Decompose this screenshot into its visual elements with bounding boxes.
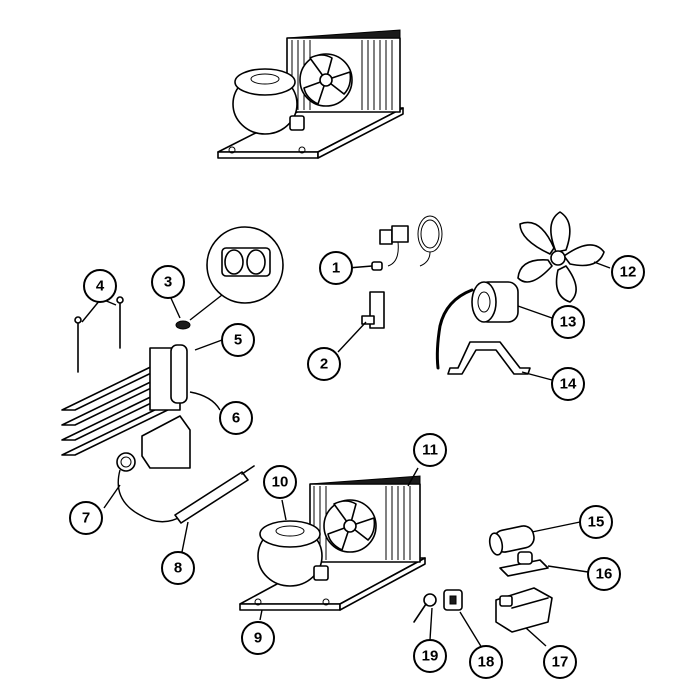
evaporator-coil bbox=[141, 415, 191, 469]
evaporator-coil bbox=[61, 347, 181, 456]
callout-9: 9 bbox=[241, 621, 275, 655]
grommet-part bbox=[175, 320, 191, 330]
svg-text:1: 1 bbox=[332, 260, 340, 277]
callout-6: 6 bbox=[219, 401, 253, 435]
fan-motor-part bbox=[435, 281, 519, 370]
assembled-condensing-unit bbox=[217, 29, 404, 159]
svg-text:6: 6 bbox=[232, 410, 240, 427]
grommet-detail-circle bbox=[206, 226, 284, 304]
fan-blade-part bbox=[517, 211, 605, 303]
condenser-part bbox=[309, 475, 421, 563]
svg-text:19: 19 bbox=[422, 648, 439, 665]
callout-14: 14 bbox=[551, 367, 585, 401]
svg-text:7: 7 bbox=[82, 510, 90, 527]
svg-text:2: 2 bbox=[320, 356, 328, 373]
callout-17: 17 bbox=[543, 645, 577, 679]
callout-3: 3 bbox=[151, 265, 185, 299]
capacitor-part bbox=[488, 525, 535, 556]
callout-7: 7 bbox=[69, 501, 103, 535]
svg-text:8: 8 bbox=[174, 560, 182, 577]
svg-text:15: 15 bbox=[588, 514, 605, 531]
callout-5: 5 bbox=[221, 323, 255, 357]
screw-part bbox=[413, 593, 437, 623]
callout-16: 16 bbox=[587, 557, 621, 591]
relay-part bbox=[495, 587, 553, 633]
svg-text:10: 10 bbox=[272, 474, 289, 491]
callout-13: 13 bbox=[551, 305, 585, 339]
drier-part bbox=[170, 344, 188, 404]
callout-4: 4 bbox=[83, 269, 117, 303]
callout-1: 1 bbox=[319, 251, 353, 285]
svg-text:4: 4 bbox=[96, 278, 105, 295]
svg-text:11: 11 bbox=[422, 442, 438, 459]
mounting-pins bbox=[74, 296, 124, 373]
bracket-clip-part bbox=[361, 291, 385, 329]
thermostat-part bbox=[371, 215, 443, 271]
svg-text:9: 9 bbox=[254, 630, 262, 647]
capacitor-bracket-part bbox=[499, 551, 549, 577]
callout-15: 15 bbox=[579, 505, 613, 539]
svg-text:18: 18 bbox=[478, 654, 495, 671]
callout-18: 18 bbox=[469, 645, 503, 679]
svg-text:17: 17 bbox=[552, 654, 569, 671]
callout-10: 10 bbox=[263, 465, 297, 499]
callout-11: 11 bbox=[413, 433, 447, 467]
callout-19: 19 bbox=[413, 639, 447, 673]
overload-clip-part bbox=[443, 589, 463, 611]
compressor-part bbox=[257, 520, 329, 587]
callout-12: 12 bbox=[611, 255, 645, 289]
filter-drier-part bbox=[174, 465, 255, 524]
motor-bracket-part bbox=[447, 341, 531, 375]
svg-text:12: 12 bbox=[620, 264, 637, 281]
svg-text:16: 16 bbox=[596, 566, 613, 583]
svg-text:5: 5 bbox=[234, 332, 242, 349]
base-plate-part bbox=[239, 557, 426, 611]
callout-8: 8 bbox=[161, 551, 195, 585]
callout-2: 2 bbox=[307, 347, 341, 381]
svg-text:14: 14 bbox=[560, 376, 577, 393]
svg-text:13: 13 bbox=[560, 314, 577, 331]
svg-text:3: 3 bbox=[164, 274, 172, 291]
callout-labels: 1 2 3 4 5 6 7 8 9 10 11 12 13 14 15 16 1… bbox=[69, 251, 645, 679]
